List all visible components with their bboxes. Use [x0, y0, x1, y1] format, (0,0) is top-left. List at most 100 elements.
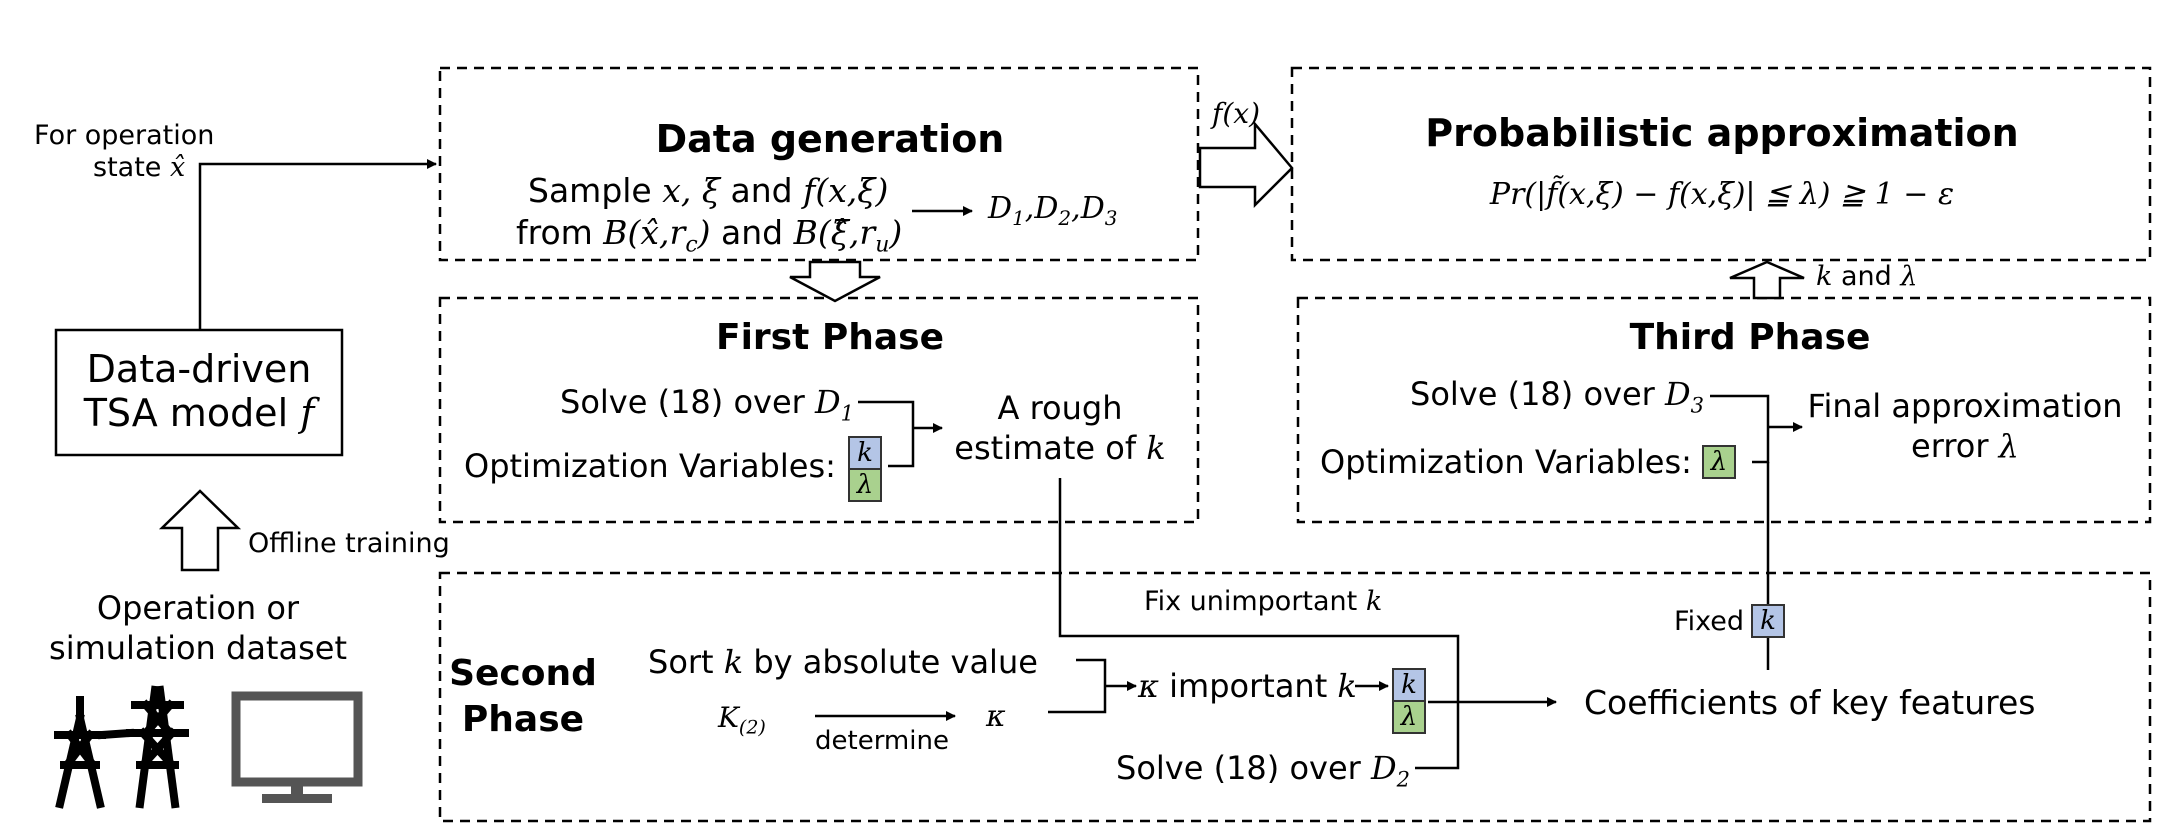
determine-label: determine [815, 726, 949, 756]
second-phase-title-line1: Second [449, 653, 597, 694]
fx-label: f(x) [1212, 97, 1261, 130]
probabilistic-formula: Pr(|f̃(x,ξ) − f(x,ξ)| ≦ λ) ≧ 1 − ε [1489, 177, 1955, 212]
datagen-to-first-phase-arrow [789, 260, 881, 303]
important-kappa: κ [1138, 667, 1159, 705]
fixed-label: Fixed [1674, 606, 1744, 637]
third-solve-line: Solve (18) over D3 [1410, 378, 1704, 416]
third-solve-d-sub: 3 [1690, 393, 1704, 418]
offline-training-arrow [158, 489, 242, 572]
model-symbol: f [300, 391, 315, 435]
fixed-k-var-box: k [1751, 604, 1785, 638]
sample-line: Sample x, ξ and f(x,ξ) [528, 174, 888, 207]
sample-and: and [730, 171, 793, 210]
monitor-icon [231, 691, 363, 803]
k-symbol: k [1816, 261, 1833, 292]
ball1-text: B(x̂,r [603, 213, 686, 252]
important-text: important [1169, 667, 1328, 705]
datasets-label: D1,D2,D3 [988, 191, 1118, 230]
rough-k: k [1146, 429, 1166, 467]
ball2-text: B(ξ̂,r [793, 213, 876, 252]
third-opt-vars: Optimization Variables: [1320, 443, 1692, 481]
model-line2: TSA model f [56, 394, 342, 432]
d1-letter: D [988, 191, 1013, 226]
offline-training-label: Offline training [248, 528, 450, 559]
sort-pre: Sort [648, 643, 714, 681]
rough-line2: estimate of k [940, 432, 1180, 464]
ball1: B(x̂,rc) [603, 213, 711, 256]
d3-sub: 3 [1104, 206, 1118, 230]
k2-letter: K [718, 701, 739, 734]
and-text: and [1840, 261, 1892, 292]
ball2: B(ξ̂,ru) [793, 213, 903, 256]
ball2-close: ) [889, 213, 903, 252]
from-pre: from [516, 213, 593, 252]
rough-line2-text: estimate of [954, 429, 1137, 467]
ball1-close: ) [697, 213, 711, 252]
state-label: state x̂ [93, 154, 185, 181]
d2: D2 [1034, 191, 1071, 229]
d2-letter: D [1034, 191, 1059, 226]
ball1-sub: c [685, 232, 698, 258]
dataset-line2: simulation dataset [49, 629, 347, 667]
state-symbol: x̂ [170, 152, 186, 183]
k2-sub: (2) [738, 716, 766, 739]
for-operation-label: For operation [34, 120, 215, 151]
model-line2-text: TSA model [83, 391, 289, 435]
second-phase-bracket [1048, 658, 1107, 714]
rough-line1: A rough [997, 389, 1123, 427]
first-lambda-var-box: λ [848, 468, 882, 502]
first-solve-d-letter: D [814, 383, 841, 421]
d1-sub: 1 [1012, 206, 1025, 230]
first-solve-text: Solve (18) over [560, 383, 805, 421]
first-phase-bracket [858, 400, 915, 468]
d3: D3 [1080, 191, 1118, 229]
sample-vars: x, ξ [662, 171, 721, 210]
third-phase-title: Third Phase [1629, 317, 1871, 358]
second-solve-line: Solve (18) over D2 [1116, 752, 1410, 790]
sort-k: k [723, 643, 744, 681]
important-label: κ important k [1138, 670, 1357, 702]
datagen-to-probabilistic-arrow [1198, 120, 1294, 209]
fix-unimportant-text: Fix unimportant [1144, 586, 1358, 617]
second-phase-box [438, 571, 2152, 823]
model-line1: Data-driven [86, 347, 312, 391]
important-k: k [1337, 667, 1357, 705]
lambda-symbol: λ [1900, 261, 1918, 292]
third-phase-to-probabilistic-arrow [1729, 260, 1805, 300]
model-to-datagen-arrow [198, 159, 437, 330]
probabilistic-title: Probabilistic approximation [1425, 111, 2019, 155]
first-solve-d: D1 [814, 383, 854, 424]
third-lambda-var-box: λ [1702, 445, 1736, 479]
d3-letter: D [1080, 191, 1105, 226]
second-solve-d: D2 [1371, 749, 1410, 790]
second-lambda-var-box: λ [1392, 700, 1426, 734]
sort-post: by absolute value [753, 643, 1038, 681]
final-line2-text: error [1911, 427, 1989, 465]
first-k-var-box: k [848, 436, 882, 470]
sample-f: f(x,ξ) [803, 171, 889, 210]
final-line1: Final approximation [1807, 387, 2123, 425]
final-line2: error λ [1800, 430, 2130, 462]
first-opt-vars: Optimization Variables: [464, 447, 836, 485]
third-solve-d: D3 [1665, 375, 1704, 416]
fix-unimportant-label: Fix unimportant k [1144, 588, 1382, 615]
coefficients-label: Coefficients of key features [1584, 683, 2036, 722]
second-k-var-box: k [1392, 668, 1426, 702]
probabilistic-approximation-box [1290, 66, 2152, 262]
from-line: from B(x̂,rc) and B(ξ̂,ru) [516, 216, 902, 257]
third-solve-text: Solve (18) over [1410, 375, 1655, 413]
first-solve-d-sub: 1 [840, 401, 854, 426]
final-lambda: λ [1998, 427, 2019, 465]
second-phase-title-line2: Phase [461, 699, 585, 740]
k2-label: K(2) [718, 704, 766, 738]
d1: D1 [988, 191, 1025, 229]
first-phase-title: First Phase [715, 317, 944, 358]
data-generation-title: Data generation [655, 117, 1005, 161]
ball2-sub: u [875, 232, 890, 258]
kappa-label: κ [986, 699, 1006, 734]
third-phase-bracket [1710, 394, 1770, 464]
transmission-tower-icon [54, 685, 189, 809]
dataset-line1: Operation or [96, 589, 300, 627]
rough-estimate-flow-line [1058, 478, 1460, 770]
data-generation-box [438, 66, 1200, 262]
